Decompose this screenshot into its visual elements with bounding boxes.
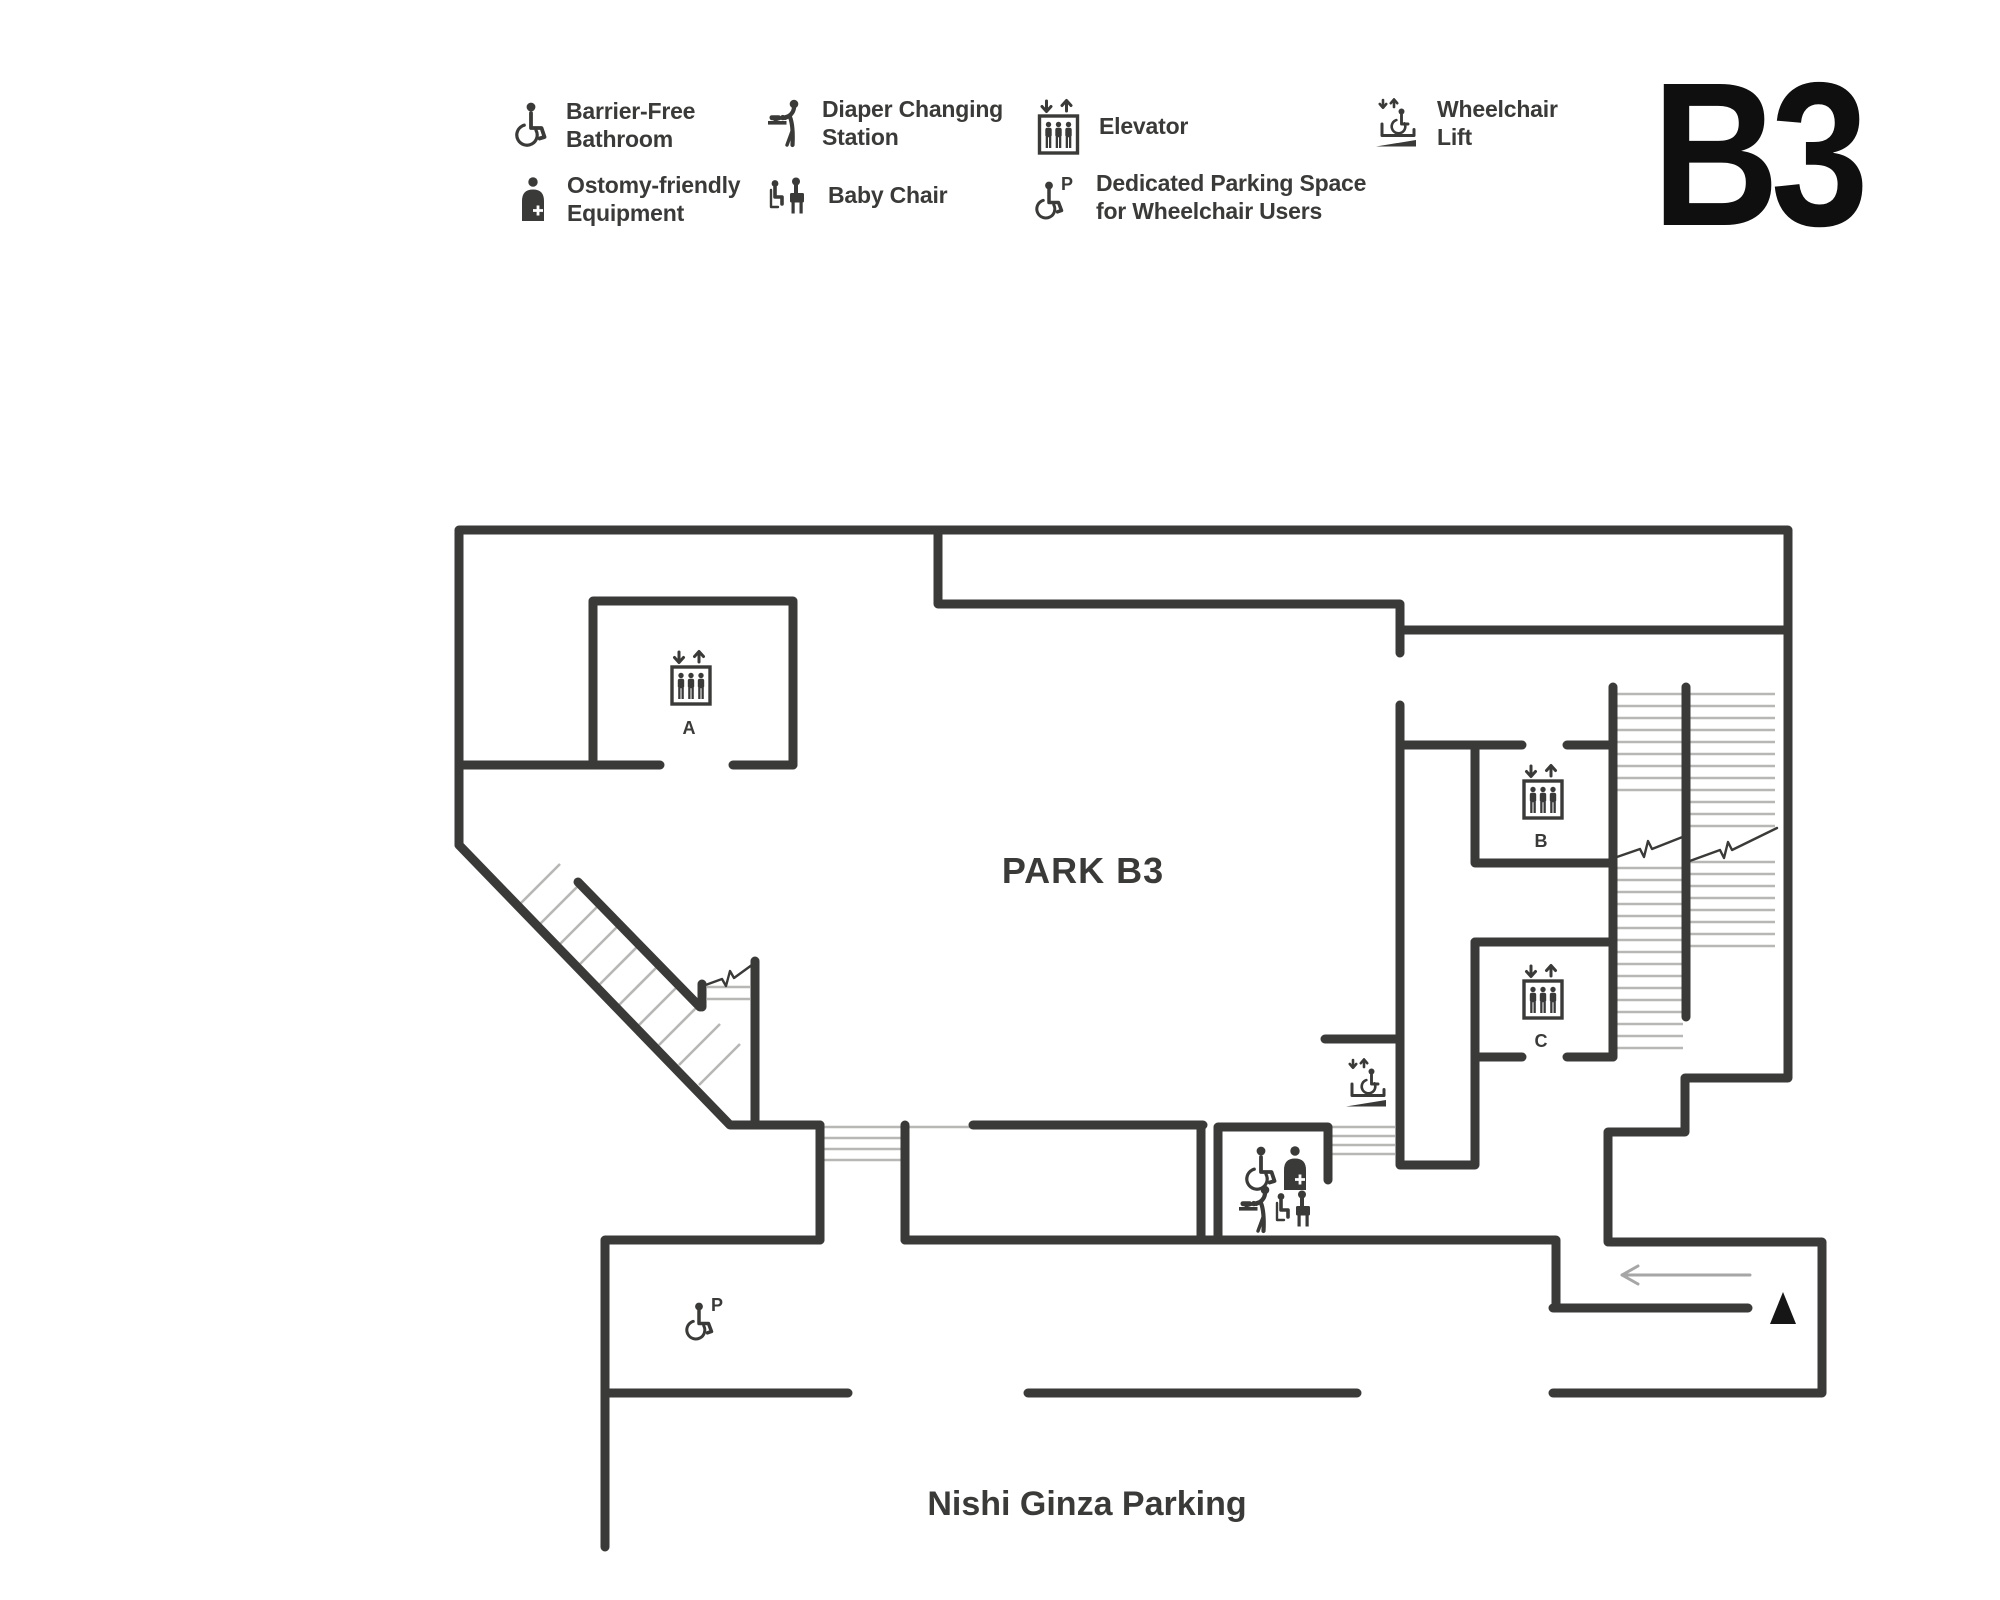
ramp-slope-triangle — [1770, 1292, 1796, 1324]
legend-label: Diaper Changing Station — [822, 96, 1004, 150]
outer-boundary-wall — [454, 525, 1793, 1247]
elevator-a-icon — [670, 649, 712, 706]
drive-direction-arrow — [1620, 1264, 1752, 1286]
landing-treads — [707, 985, 750, 1001]
ramp-walls — [1548, 1237, 1827, 1398]
area-label: PARK B3 — [1002, 850, 1164, 891]
legend-label: Ostomy-friendly Equipment — [567, 172, 741, 226]
bathroom-walls — [1196, 1122, 1333, 1243]
walls — [454, 525, 1827, 1552]
elevator-a-label: A — [683, 718, 696, 738]
floor-label: B3 — [1652, 40, 1869, 269]
stairwell-right-upper-treads — [1689, 692, 1775, 828]
elevator-c-label: C — [1535, 1031, 1548, 1051]
legend-label: Elevator — [1099, 113, 1189, 140]
stairwell-walls — [1608, 682, 1691, 1062]
legend-item-ostomy: Ostomy-friendly Equipment — [518, 172, 741, 227]
baby-chair-icon — [1275, 1188, 1312, 1229]
lane-markings — [1620, 1264, 1796, 1324]
diagonal-stair-treads — [518, 863, 741, 1086]
barrier-free-bathroom-icon — [1241, 1144, 1277, 1195]
map-icons: A B C — [670, 649, 1564, 1344]
legend-item-wheelchair-lift: Wheelchair Lift — [1374, 96, 1558, 151]
elevator-b-room-walls — [1395, 740, 1618, 868]
legend-label: Dedicated Parking Space for Wheelchair U… — [1096, 170, 1367, 224]
elevator-a-room-walls — [588, 596, 798, 770]
legend-label: Wheelchair Lift — [1437, 96, 1558, 150]
passage-stair-treads — [822, 1125, 973, 1162]
ostomy-equipment-icon — [1282, 1144, 1308, 1192]
south-corridor-walls — [600, 1235, 1753, 1552]
elevator-c-room-walls — [1470, 937, 1618, 1062]
legend-item-diaper-changing: Diaper Changing Station — [766, 96, 1003, 151]
lift-stair-treads — [1331, 1125, 1395, 1156]
legend-label: Baby Chair — [828, 182, 948, 209]
stair-treads — [518, 692, 1775, 1162]
central-corridor-walls — [1395, 700, 1480, 1170]
stairwell-right-lower-treads — [1689, 860, 1775, 948]
elevator-c-icon — [1522, 963, 1564, 1020]
legend-label: Barrier-Free Bathroom — [566, 98, 696, 152]
stairwell-left-lower-treads — [1616, 866, 1683, 1050]
stair-break-lines — [698, 826, 1779, 989]
elevator-b-label: B — [1535, 831, 1548, 851]
wheelchair-parking-icon — [681, 1293, 725, 1344]
diagonal-stair-rail — [573, 877, 760, 1130]
facility-name-label: Nishi Ginza Parking — [927, 1485, 1246, 1523]
stairwell-left-break-line — [1612, 834, 1687, 860]
legend-item-elevator: Elevator — [1036, 98, 1188, 156]
diaper-changing-icon — [1239, 1186, 1269, 1231]
diagonal-stair-break-line — [698, 960, 758, 989]
legend-item-dedicated-parking: Dedicated Parking Space for Wheelchair U… — [1034, 170, 1366, 225]
legend-item-baby-chair: Baby Chair — [768, 176, 948, 216]
legend-item-barrier-free-bathroom: Barrier-Free Bathroom — [512, 98, 695, 153]
stairwell-left-upper-treads — [1616, 692, 1683, 792]
wheelchair-lift-icon — [1344, 1057, 1388, 1108]
diagonal-wall — [454, 840, 825, 1130]
stairwell-right-break-line — [1685, 826, 1779, 864]
top-notch-wall — [933, 525, 1405, 658]
elevator-b-icon — [1522, 763, 1564, 820]
passage-walls — [815, 1120, 910, 1245]
